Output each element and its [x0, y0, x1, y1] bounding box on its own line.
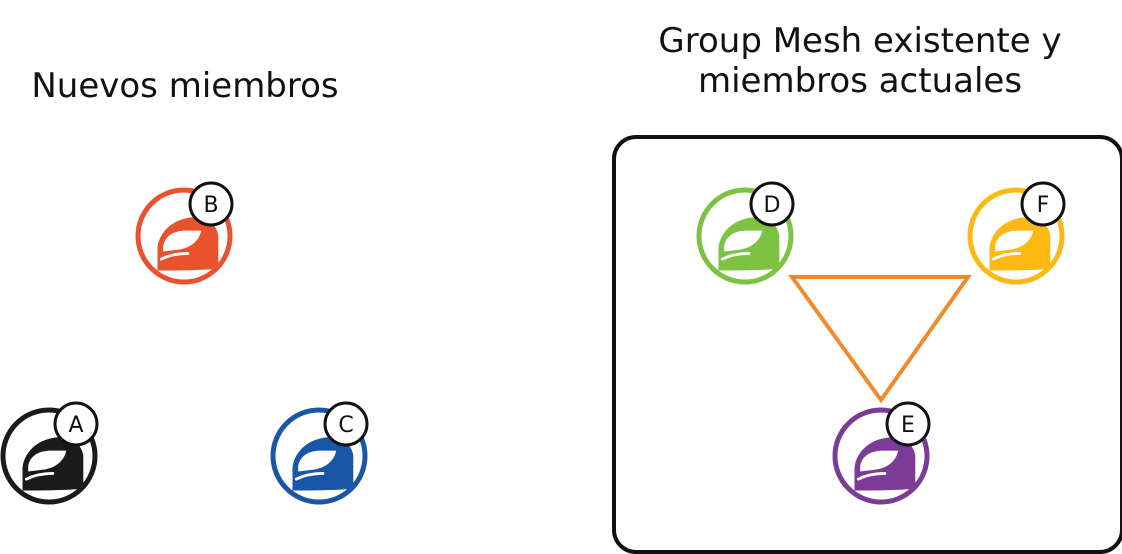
member-badge	[1020, 181, 1066, 227]
member-d: D	[696, 181, 795, 285]
mesh-title-line-1: Group Mesh existente y	[658, 21, 1062, 61]
member-label: D	[764, 193, 781, 218]
member-badge	[323, 401, 369, 447]
mesh-group-box	[612, 135, 1122, 554]
member-label: A	[68, 413, 83, 438]
member-c: C	[270, 401, 369, 505]
mesh-title-line-2: miembros actuales	[697, 61, 1023, 101]
helmet-icon	[989, 217, 1051, 271]
member-b: B	[135, 181, 234, 285]
member-a: A	[0, 401, 99, 505]
member-label: E	[901, 413, 915, 438]
mesh-connection-lines	[788, 275, 972, 404]
member-badge	[749, 181, 795, 227]
member-label: F	[1037, 193, 1050, 218]
helmet-icon	[157, 217, 219, 271]
mesh-title: Group Mesh existente y miembros actuales	[600, 21, 1120, 101]
member-label: C	[338, 413, 353, 438]
new-members-title-text: Nuevos miembros	[31, 66, 339, 106]
helmet-icon	[854, 437, 916, 491]
member-label: B	[203, 193, 218, 218]
member-badge	[885, 401, 931, 447]
member-f: F	[967, 181, 1066, 285]
helmet-icon	[292, 437, 354, 491]
member-badge	[53, 401, 99, 447]
member-badge	[188, 181, 234, 227]
member-e: E	[832, 401, 931, 505]
helmet-icon	[22, 437, 84, 491]
new-members-title: Nuevos miembros	[0, 66, 370, 106]
helmet-icon	[718, 217, 780, 271]
